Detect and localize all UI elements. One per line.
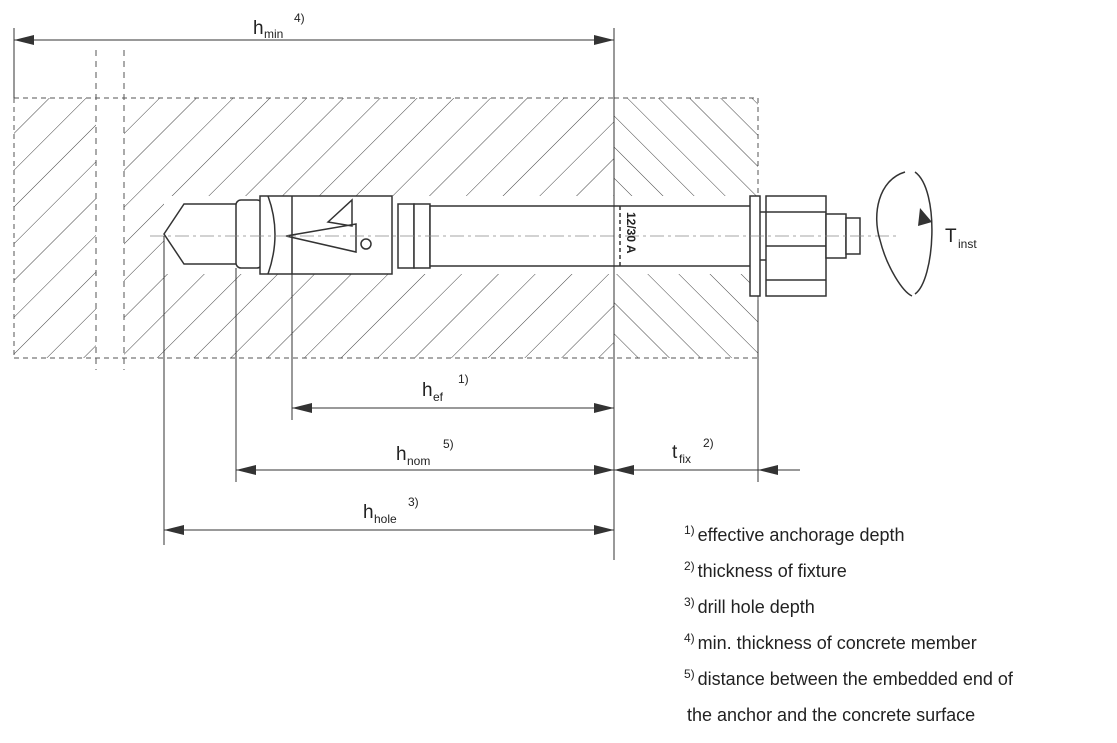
svg-text:h: h bbox=[422, 380, 433, 401]
svg-text:3): 3) bbox=[408, 495, 419, 509]
footnote-item: 5)distance between the embedded end of bbox=[684, 667, 1013, 689]
footnote-item: 3)drill hole depth bbox=[684, 595, 815, 617]
svg-text:nom: nom bbox=[407, 454, 430, 468]
svg-text:h: h bbox=[396, 444, 407, 465]
svg-text:h: h bbox=[253, 18, 264, 39]
svg-text:h: h bbox=[363, 502, 374, 523]
svg-text:1): 1) bbox=[458, 372, 469, 386]
svg-text:min: min bbox=[264, 27, 283, 41]
footnote-item: 1)effective anchorage depth bbox=[684, 523, 905, 545]
footnote-item: 2)thickness of fixture bbox=[684, 559, 847, 581]
dimension-h-ef: h ef 1) bbox=[291, 274, 614, 420]
torque-label: T inst bbox=[945, 226, 977, 251]
svg-text:5): 5) bbox=[443, 437, 454, 451]
anchor-marking-label: 12/30 A bbox=[624, 212, 638, 254]
svg-text:hole: hole bbox=[374, 512, 397, 526]
svg-text:2): 2) bbox=[703, 436, 714, 450]
footnote-item: 4)min. thickness of concrete member bbox=[684, 631, 977, 653]
footnotes-list: 1)effective anchorage depth 2)thickness … bbox=[684, 515, 1104, 731]
dimension-h-nom: h nom 5) bbox=[235, 268, 614, 482]
svg-text:fix: fix bbox=[679, 452, 691, 466]
dimension-t-fix: t fix 2) bbox=[614, 300, 800, 482]
svg-text:T: T bbox=[945, 226, 957, 247]
torque-arrow-icon bbox=[876, 171, 933, 297]
svg-text:ef: ef bbox=[433, 390, 444, 404]
svg-text:t: t bbox=[672, 442, 678, 463]
svg-text:4): 4) bbox=[294, 11, 305, 25]
svg-text:inst: inst bbox=[958, 237, 977, 251]
footnote-item: the anchor and the concrete surface bbox=[687, 705, 976, 725]
dimension-h-hole: h hole 3) bbox=[163, 236, 614, 545]
